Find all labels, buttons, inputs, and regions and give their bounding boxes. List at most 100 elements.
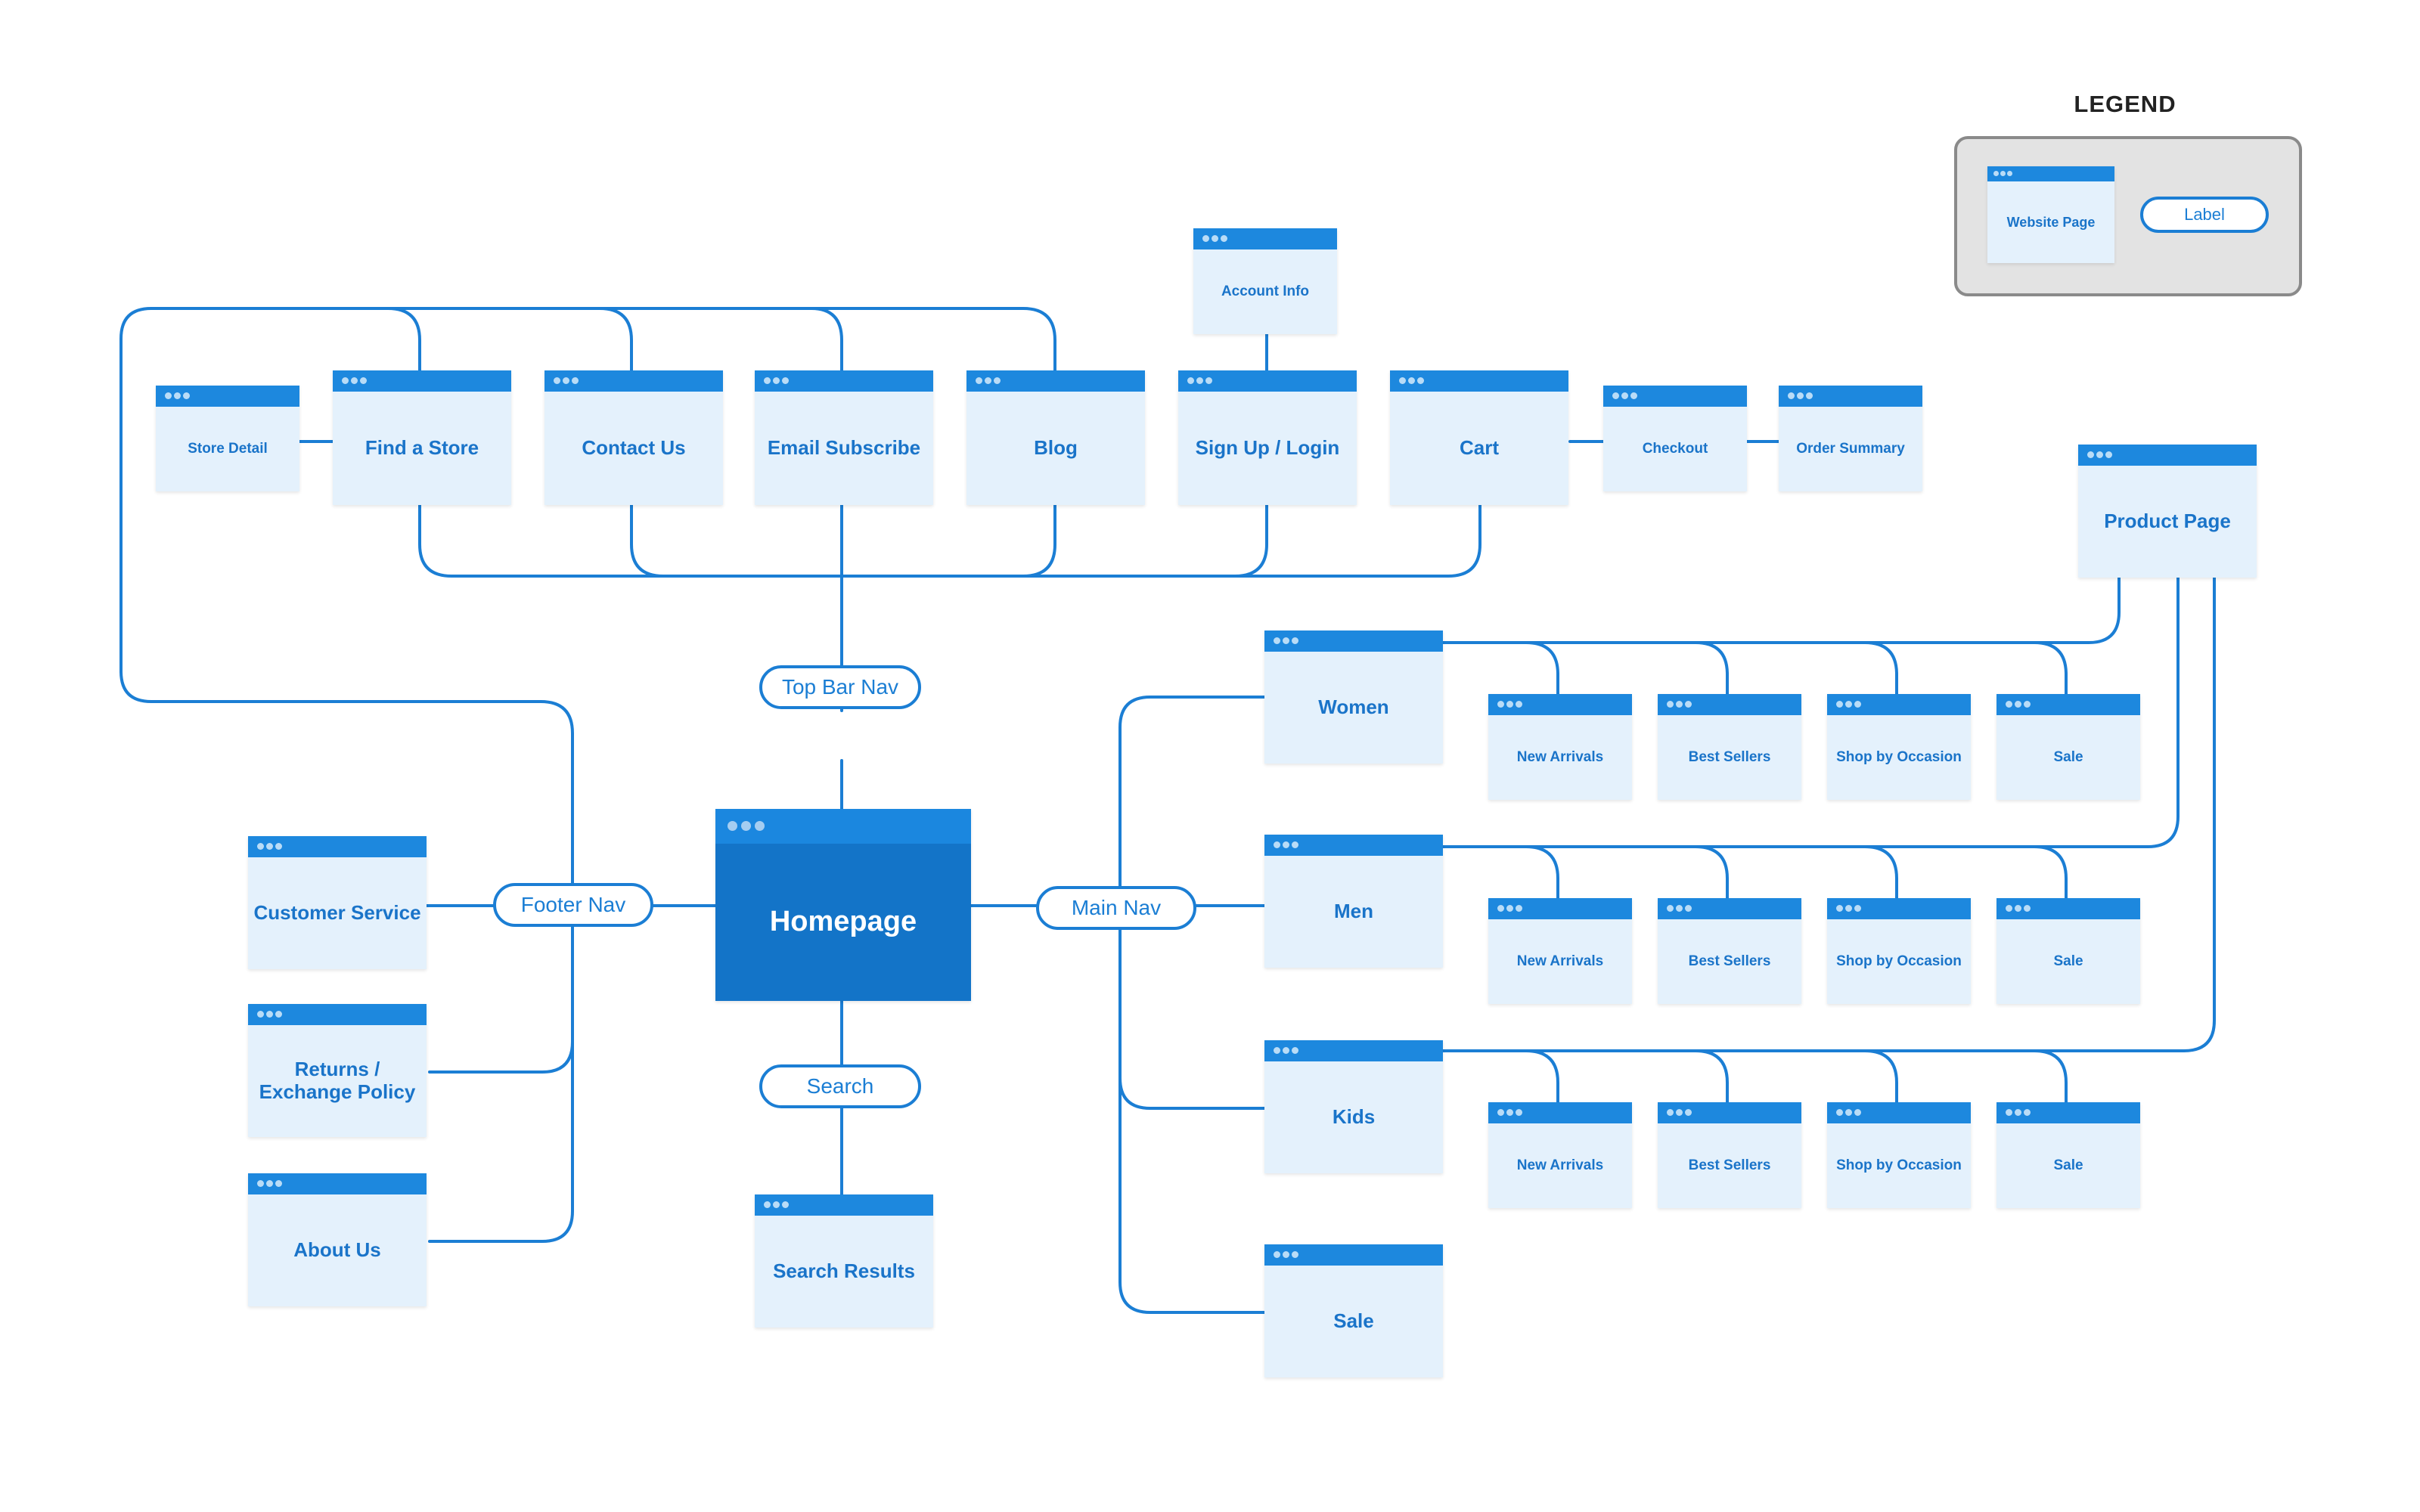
- connector-topbar-bracket: [418, 503, 1481, 578]
- page-titlebar: [1827, 1102, 1971, 1123]
- page-sign-up-login[interactable]: Sign Up / Login: [1178, 370, 1357, 505]
- page-label: Shop by Occasion: [1836, 749, 1962, 766]
- page-kids-sale[interactable]: Sale: [1996, 1102, 2140, 1208]
- page-kids[interactable]: Kids: [1264, 1040, 1443, 1173]
- page-label: Best Sellers: [1688, 1157, 1771, 1174]
- connector-mainnav-spine: [1118, 696, 1266, 888]
- page-titlebar: [333, 370, 511, 392]
- page-titlebar: [248, 836, 427, 857]
- page-checkout[interactable]: Checkout: [1603, 386, 1747, 491]
- page-titlebar: [966, 370, 1145, 392]
- page-kids-shop-by-occasion[interactable]: Shop by Occasion: [1827, 1102, 1971, 1208]
- page-search-results[interactable]: Search Results: [755, 1194, 933, 1328]
- legend-website-page-label: Website Page: [2006, 214, 2096, 230]
- page-label: Sale: [2053, 1157, 2083, 1174]
- page-blog[interactable]: Blog: [966, 370, 1145, 505]
- page-label: Best Sellers: [1688, 749, 1771, 766]
- page-titlebar: [1658, 898, 1801, 919]
- connector-top-loop: [150, 307, 1056, 372]
- page-label: Email Subscribe: [767, 436, 921, 460]
- page-titlebar: [715, 809, 971, 844]
- page-women[interactable]: Women: [1264, 631, 1443, 764]
- page-customer-service[interactable]: Customer Service: [248, 836, 427, 969]
- legend-label-pill: Label: [2140, 197, 2269, 233]
- page-titlebar: [1603, 386, 1747, 407]
- page-kids-best-sellers[interactable]: Best Sellers: [1658, 1102, 1801, 1208]
- legend-website-page: Website Page: [1987, 166, 2114, 263]
- connector-footer-spine: [428, 918, 574, 1243]
- page-label: Cart: [1459, 436, 1499, 460]
- page-titlebar: [1996, 694, 2140, 715]
- page-men-shop-by-occasion[interactable]: Shop by Occasion: [1827, 898, 1971, 1004]
- page-store-detail[interactable]: Store Detail: [156, 386, 299, 491]
- page-product-page[interactable]: Product Page: [2078, 445, 2257, 578]
- page-men-best-sellers[interactable]: Best Sellers: [1658, 898, 1801, 1004]
- page-titlebar: [1488, 694, 1632, 715]
- connector-men-row: [1440, 575, 2180, 848]
- connector-blog-drop: [1022, 503, 1056, 578]
- page-titlebar: [1193, 228, 1337, 249]
- page-titlebar: [1488, 898, 1632, 919]
- page-women-shop-by-occasion[interactable]: Shop by Occasion: [1827, 694, 1971, 800]
- connector-women-row: [1440, 575, 2121, 644]
- page-label: Sale: [1333, 1309, 1374, 1333]
- page-label: Kids: [1332, 1105, 1376, 1129]
- page-label: Store Detail: [188, 441, 268, 457]
- connector-contact-top: [598, 307, 633, 372]
- page-titlebar: [1987, 166, 2114, 181]
- page-kids-new-arrivals[interactable]: New Arrivals: [1488, 1102, 1632, 1208]
- page-label: Contact Us: [582, 436, 686, 460]
- page-label: Shop by Occasion: [1836, 1157, 1962, 1174]
- page-titlebar: [755, 370, 933, 392]
- page-returns-exchange-policy[interactable]: Returns / Exchange Policy: [248, 1004, 427, 1137]
- page-contact-us[interactable]: Contact Us: [544, 370, 723, 505]
- page-label: Find a Store: [365, 436, 479, 460]
- page-titlebar: [1779, 386, 1922, 407]
- connector-find-top: [386, 307, 421, 372]
- label-top-bar-nav: Top Bar Nav: [759, 665, 921, 709]
- page-titlebar: [1658, 1102, 1801, 1123]
- label-footer-nav: Footer Nav: [493, 883, 653, 927]
- page-account-info[interactable]: Account Info: [1193, 228, 1337, 334]
- page-cart[interactable]: Cart: [1390, 370, 1568, 505]
- page-label: Returns / Exchange Policy: [259, 1058, 416, 1103]
- page-titlebar: [1390, 370, 1568, 392]
- page-women-best-sellers[interactable]: Best Sellers: [1658, 694, 1801, 800]
- label-main-nav: Main Nav: [1036, 886, 1196, 930]
- page-label: Search Results: [773, 1259, 915, 1283]
- page-find-a-store[interactable]: Find a Store: [333, 370, 511, 505]
- homepage-label: Homepage: [769, 906, 917, 938]
- connector-left-loop: [119, 307, 574, 894]
- page-label: Men: [1334, 900, 1373, 923]
- page-label: New Arrivals: [1516, 1157, 1604, 1174]
- page-label: Order Summary: [1796, 441, 1905, 457]
- page-men-sale[interactable]: Sale: [1996, 898, 2140, 1004]
- page-email-subscribe[interactable]: Email Subscribe: [755, 370, 933, 505]
- legend-box: Website Page Label: [1954, 136, 2302, 296]
- page-label: Shop by Occasion: [1836, 953, 1962, 970]
- connector-email-top: [810, 307, 843, 372]
- page-order-summary[interactable]: Order Summary: [1779, 386, 1922, 491]
- page-sale[interactable]: Sale: [1264, 1244, 1443, 1377]
- page-about-us[interactable]: About Us: [248, 1173, 427, 1306]
- page-women-new-arrivals[interactable]: New Arrivals: [1488, 694, 1632, 800]
- page-label: Sale: [2053, 953, 2083, 970]
- page-titlebar: [156, 386, 299, 407]
- page-titlebar: [544, 370, 723, 392]
- page-men-new-arrivals[interactable]: New Arrivals: [1488, 898, 1632, 1004]
- page-label: Blog: [1034, 436, 1078, 460]
- page-titlebar: [1996, 1102, 2140, 1123]
- page-titlebar: [1264, 835, 1443, 856]
- page-titlebar: [1827, 694, 1971, 715]
- page-men[interactable]: Men: [1264, 835, 1443, 968]
- page-label: Sign Up / Login: [1195, 436, 1340, 460]
- label-search: Search: [759, 1064, 921, 1108]
- connector-footer-returns: [428, 1040, 574, 1074]
- page-women-sale[interactable]: Sale: [1996, 694, 2140, 800]
- page-homepage[interactable]: Homepage: [715, 809, 971, 1001]
- connector-signup-drop: [1233, 503, 1268, 578]
- page-label: Best Sellers: [1688, 953, 1771, 970]
- page-label: About Us: [293, 1238, 381, 1262]
- page-titlebar: [1996, 898, 2140, 919]
